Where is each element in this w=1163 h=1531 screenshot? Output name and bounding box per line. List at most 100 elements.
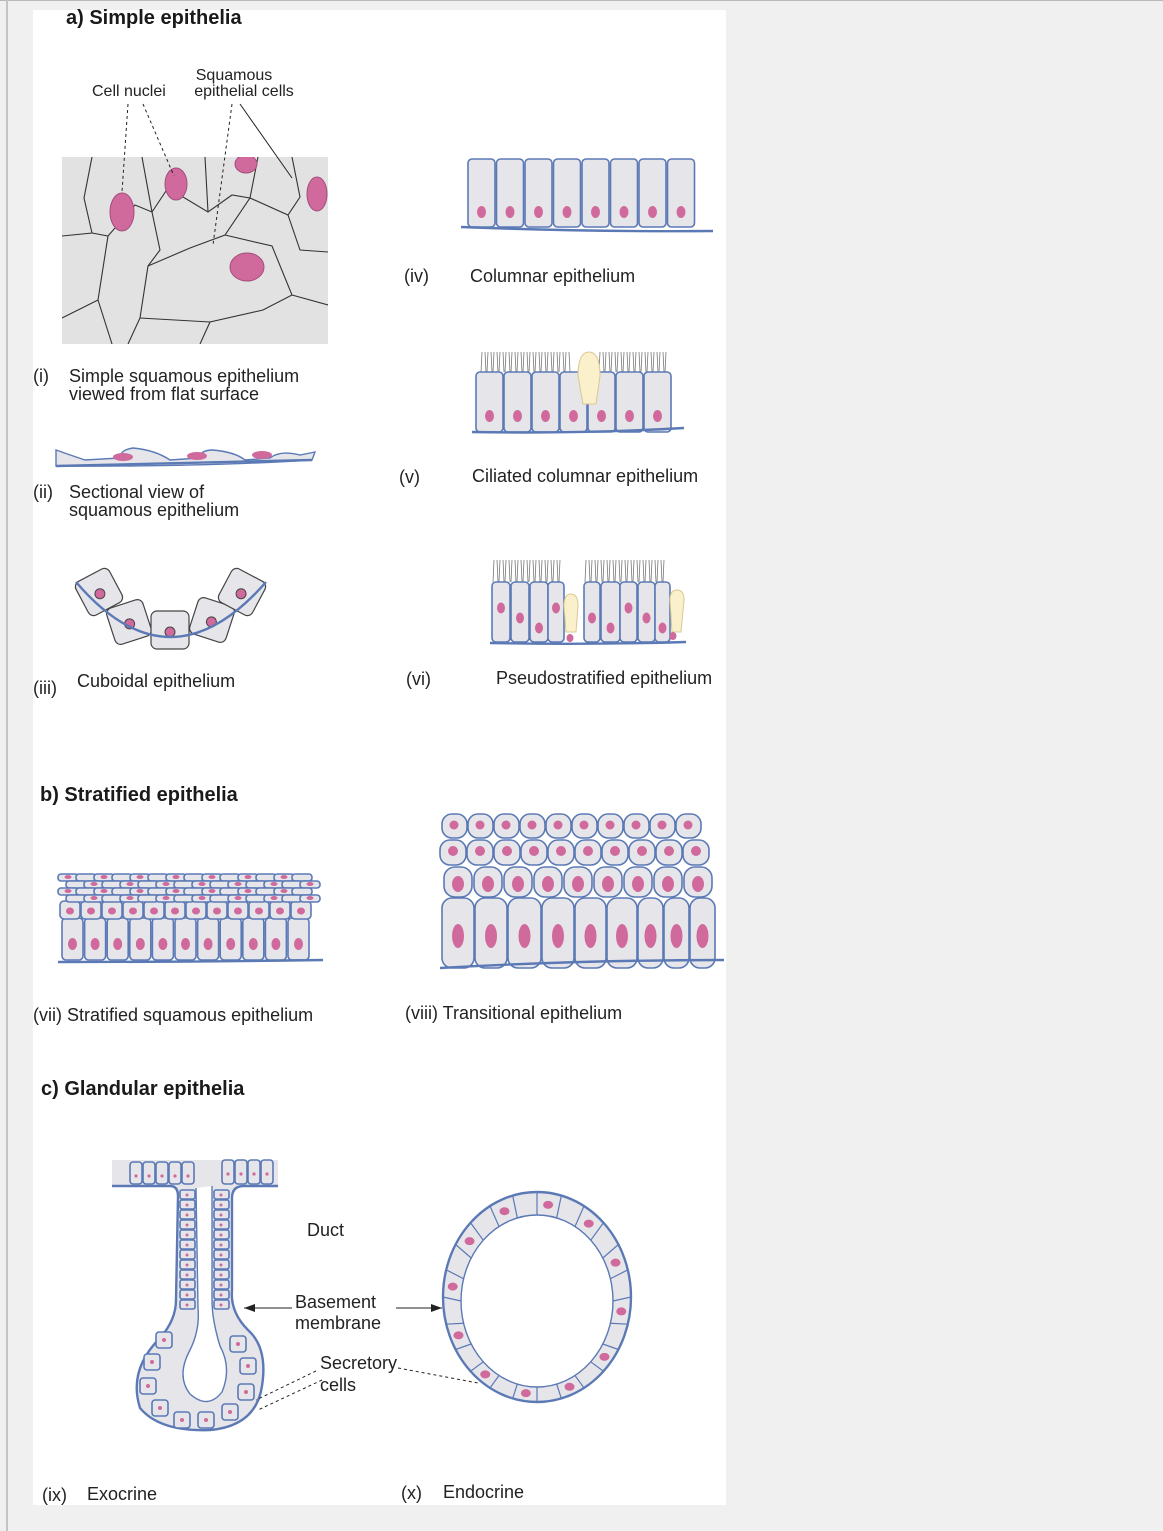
columnar-illustration xyxy=(461,159,713,231)
cell-nucleus xyxy=(554,821,563,830)
cell-nucleus xyxy=(502,846,512,856)
caption-x-text: Endocrine xyxy=(443,1482,524,1502)
cell-nucleus xyxy=(552,924,564,948)
cell-nucleus xyxy=(450,821,459,830)
cell-nucleus xyxy=(171,908,179,915)
cell-nucleus xyxy=(476,821,485,830)
cell-nucleus xyxy=(677,206,686,218)
cell-nucleus xyxy=(281,875,288,879)
cell-nucleus xyxy=(591,206,600,218)
caption-iv-number: (iv) xyxy=(404,266,429,286)
cell-nucleus xyxy=(294,938,303,950)
cell-nucleus xyxy=(607,623,615,634)
cell-nucleus xyxy=(529,846,539,856)
cell-nucleus xyxy=(186,1254,189,1257)
caption-ix-text: Exocrine xyxy=(87,1484,157,1504)
cell-nucleus xyxy=(271,938,280,950)
cell-nucleus xyxy=(452,876,464,892)
cell-nucleus xyxy=(220,1264,223,1267)
cell-nucleus xyxy=(65,875,72,879)
cell-nucleus xyxy=(625,410,634,422)
cell xyxy=(182,1162,194,1184)
cell-nucleus xyxy=(220,1294,223,1297)
cell-nucleus xyxy=(670,632,677,640)
cell-nucleus xyxy=(616,1307,626,1315)
cell-nucleus xyxy=(91,896,98,900)
cell-nucleus xyxy=(307,882,314,886)
cuboidal-cell xyxy=(151,611,189,649)
cell-nucleus xyxy=(101,889,108,893)
ciliated-columnar-illustration xyxy=(472,352,684,433)
cell-nucleus xyxy=(220,1204,223,1207)
cell-nucleus xyxy=(66,908,74,915)
cell-nucleus xyxy=(307,177,327,211)
cell-nucleus xyxy=(572,876,584,892)
caption-vi-number: (vi) xyxy=(406,669,431,689)
cell-nucleus xyxy=(616,924,628,948)
caption-v-text: Ciliated columnar epithelium xyxy=(472,466,698,486)
cell-nucleus xyxy=(246,1364,250,1368)
cell-nucleus xyxy=(226,938,235,950)
cell-nucleus xyxy=(127,882,134,886)
cell-nucleus xyxy=(173,1174,176,1177)
cell-nucleus xyxy=(137,875,144,879)
section-heading-simple: a) Simple epithelia xyxy=(66,7,242,30)
cell xyxy=(256,888,276,895)
cell xyxy=(638,582,655,642)
cell-nucleus xyxy=(585,924,597,948)
cell xyxy=(210,895,230,902)
cell xyxy=(148,888,168,895)
caption-ii-line1: Sectional view of xyxy=(69,482,204,502)
cell-nucleus xyxy=(528,821,537,830)
cell-nucleus xyxy=(136,938,145,950)
cell-nucleus xyxy=(186,1204,189,1207)
cell-nucleus xyxy=(160,1174,163,1177)
callout-squamous-line2: epithelial cells xyxy=(194,84,294,100)
callout-secretory-line2: cells xyxy=(320,1375,356,1395)
cell-nucleus xyxy=(632,876,644,892)
cell-nucleus xyxy=(255,908,263,915)
section-heading-stratified: b) Stratified epithelia xyxy=(40,784,238,807)
cell-nucleus xyxy=(565,1383,575,1391)
cilia xyxy=(481,352,570,372)
cell-nucleus xyxy=(307,896,314,900)
cell-nucleus xyxy=(625,603,633,614)
goblet-cell xyxy=(578,352,600,404)
cell xyxy=(248,1160,260,1184)
cell xyxy=(246,895,266,902)
cell-nucleus xyxy=(521,1389,531,1397)
cell-nucleus xyxy=(129,908,137,915)
cell xyxy=(235,1160,247,1184)
cell-nucleus xyxy=(173,889,180,893)
cell-nucleus xyxy=(209,889,216,893)
cell-nucleus xyxy=(265,1172,268,1175)
cell-nucleus xyxy=(541,410,550,422)
caption-vii: (vii) Stratified squamous epithelium xyxy=(33,1005,313,1025)
transitional-illustration xyxy=(440,814,724,968)
cell-nucleus xyxy=(220,1194,223,1197)
cell-nucleus xyxy=(534,206,543,218)
cell xyxy=(584,582,600,642)
endocrine-gland-illustration xyxy=(443,1192,631,1402)
cell-nucleus xyxy=(477,206,486,218)
cell-nucleus xyxy=(452,924,464,948)
cell xyxy=(76,874,96,881)
caption-ii-number: (ii) xyxy=(33,482,53,502)
caption-i-number: (i) xyxy=(33,366,49,386)
callout-squamous-line1: Squamous xyxy=(196,68,273,84)
cell-nucleus xyxy=(252,1172,255,1175)
cell-nucleus xyxy=(281,889,288,893)
cilia xyxy=(599,352,666,372)
cell-nucleus xyxy=(648,206,657,218)
cell-nucleus xyxy=(249,938,258,950)
cell-nucleus xyxy=(113,453,133,461)
cell xyxy=(112,888,132,895)
cell xyxy=(282,881,302,888)
cell-nucleus xyxy=(158,1406,162,1410)
caption-iv-text: Columnar epithelium xyxy=(470,266,635,286)
cell-nucleus xyxy=(186,1214,189,1217)
cell xyxy=(184,888,204,895)
cell-nucleus xyxy=(684,821,693,830)
cell xyxy=(143,1162,155,1184)
cell-nucleus xyxy=(516,613,524,624)
